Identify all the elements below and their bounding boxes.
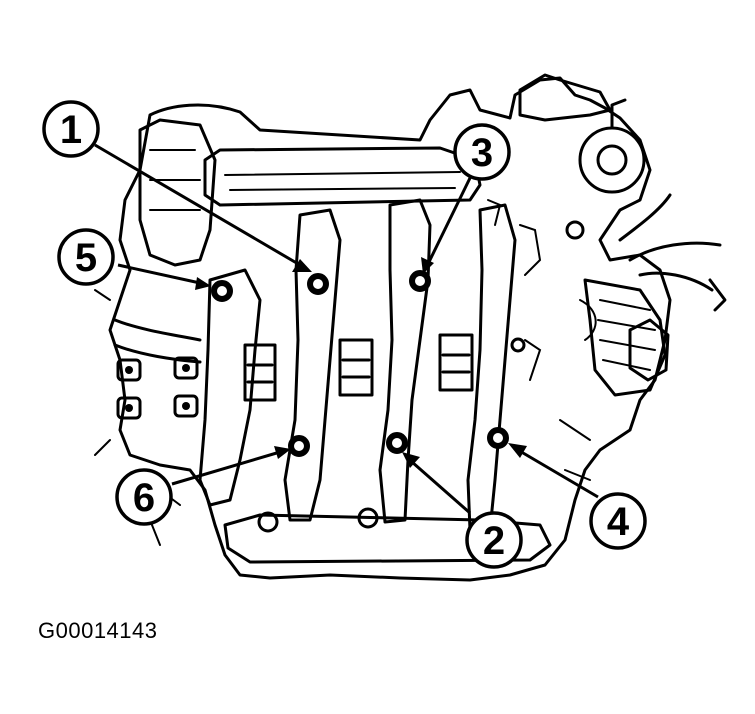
callout-1: 1: [42, 100, 100, 158]
callout-6: 6: [115, 468, 173, 526]
callout-leaders: [94, 143, 599, 515]
bolt-5: [211, 280, 233, 302]
bolt-1: [307, 273, 329, 295]
leader-5: [117, 263, 201, 285]
callout-2-label: 2: [483, 519, 505, 563]
bolt-3: [409, 270, 431, 292]
callout-1-label: 1: [60, 108, 82, 152]
callout-5: 5: [57, 228, 115, 286]
bolt-2: [386, 432, 408, 454]
engine-drawing: [94, 73, 727, 582]
callout-2: 2: [465, 511, 523, 569]
bolt-4: [487, 427, 509, 449]
leader-3: [426, 177, 472, 265]
callout-4-label: 4: [607, 500, 630, 544]
callout-4: 4: [589, 492, 647, 550]
figure-code: G00014143: [38, 618, 158, 643]
callout-6-label: 6: [133, 476, 155, 520]
callout-5-label: 5: [75, 236, 97, 280]
leader-1: [94, 143, 301, 267]
leader-6: [171, 450, 281, 486]
callout-3: 3: [453, 123, 511, 181]
manifold-bolts: [211, 270, 509, 457]
leader-2: [411, 460, 471, 515]
leader-4: [517, 448, 599, 499]
callout-3-label: 3: [471, 131, 493, 175]
bolt-6: [288, 435, 310, 457]
